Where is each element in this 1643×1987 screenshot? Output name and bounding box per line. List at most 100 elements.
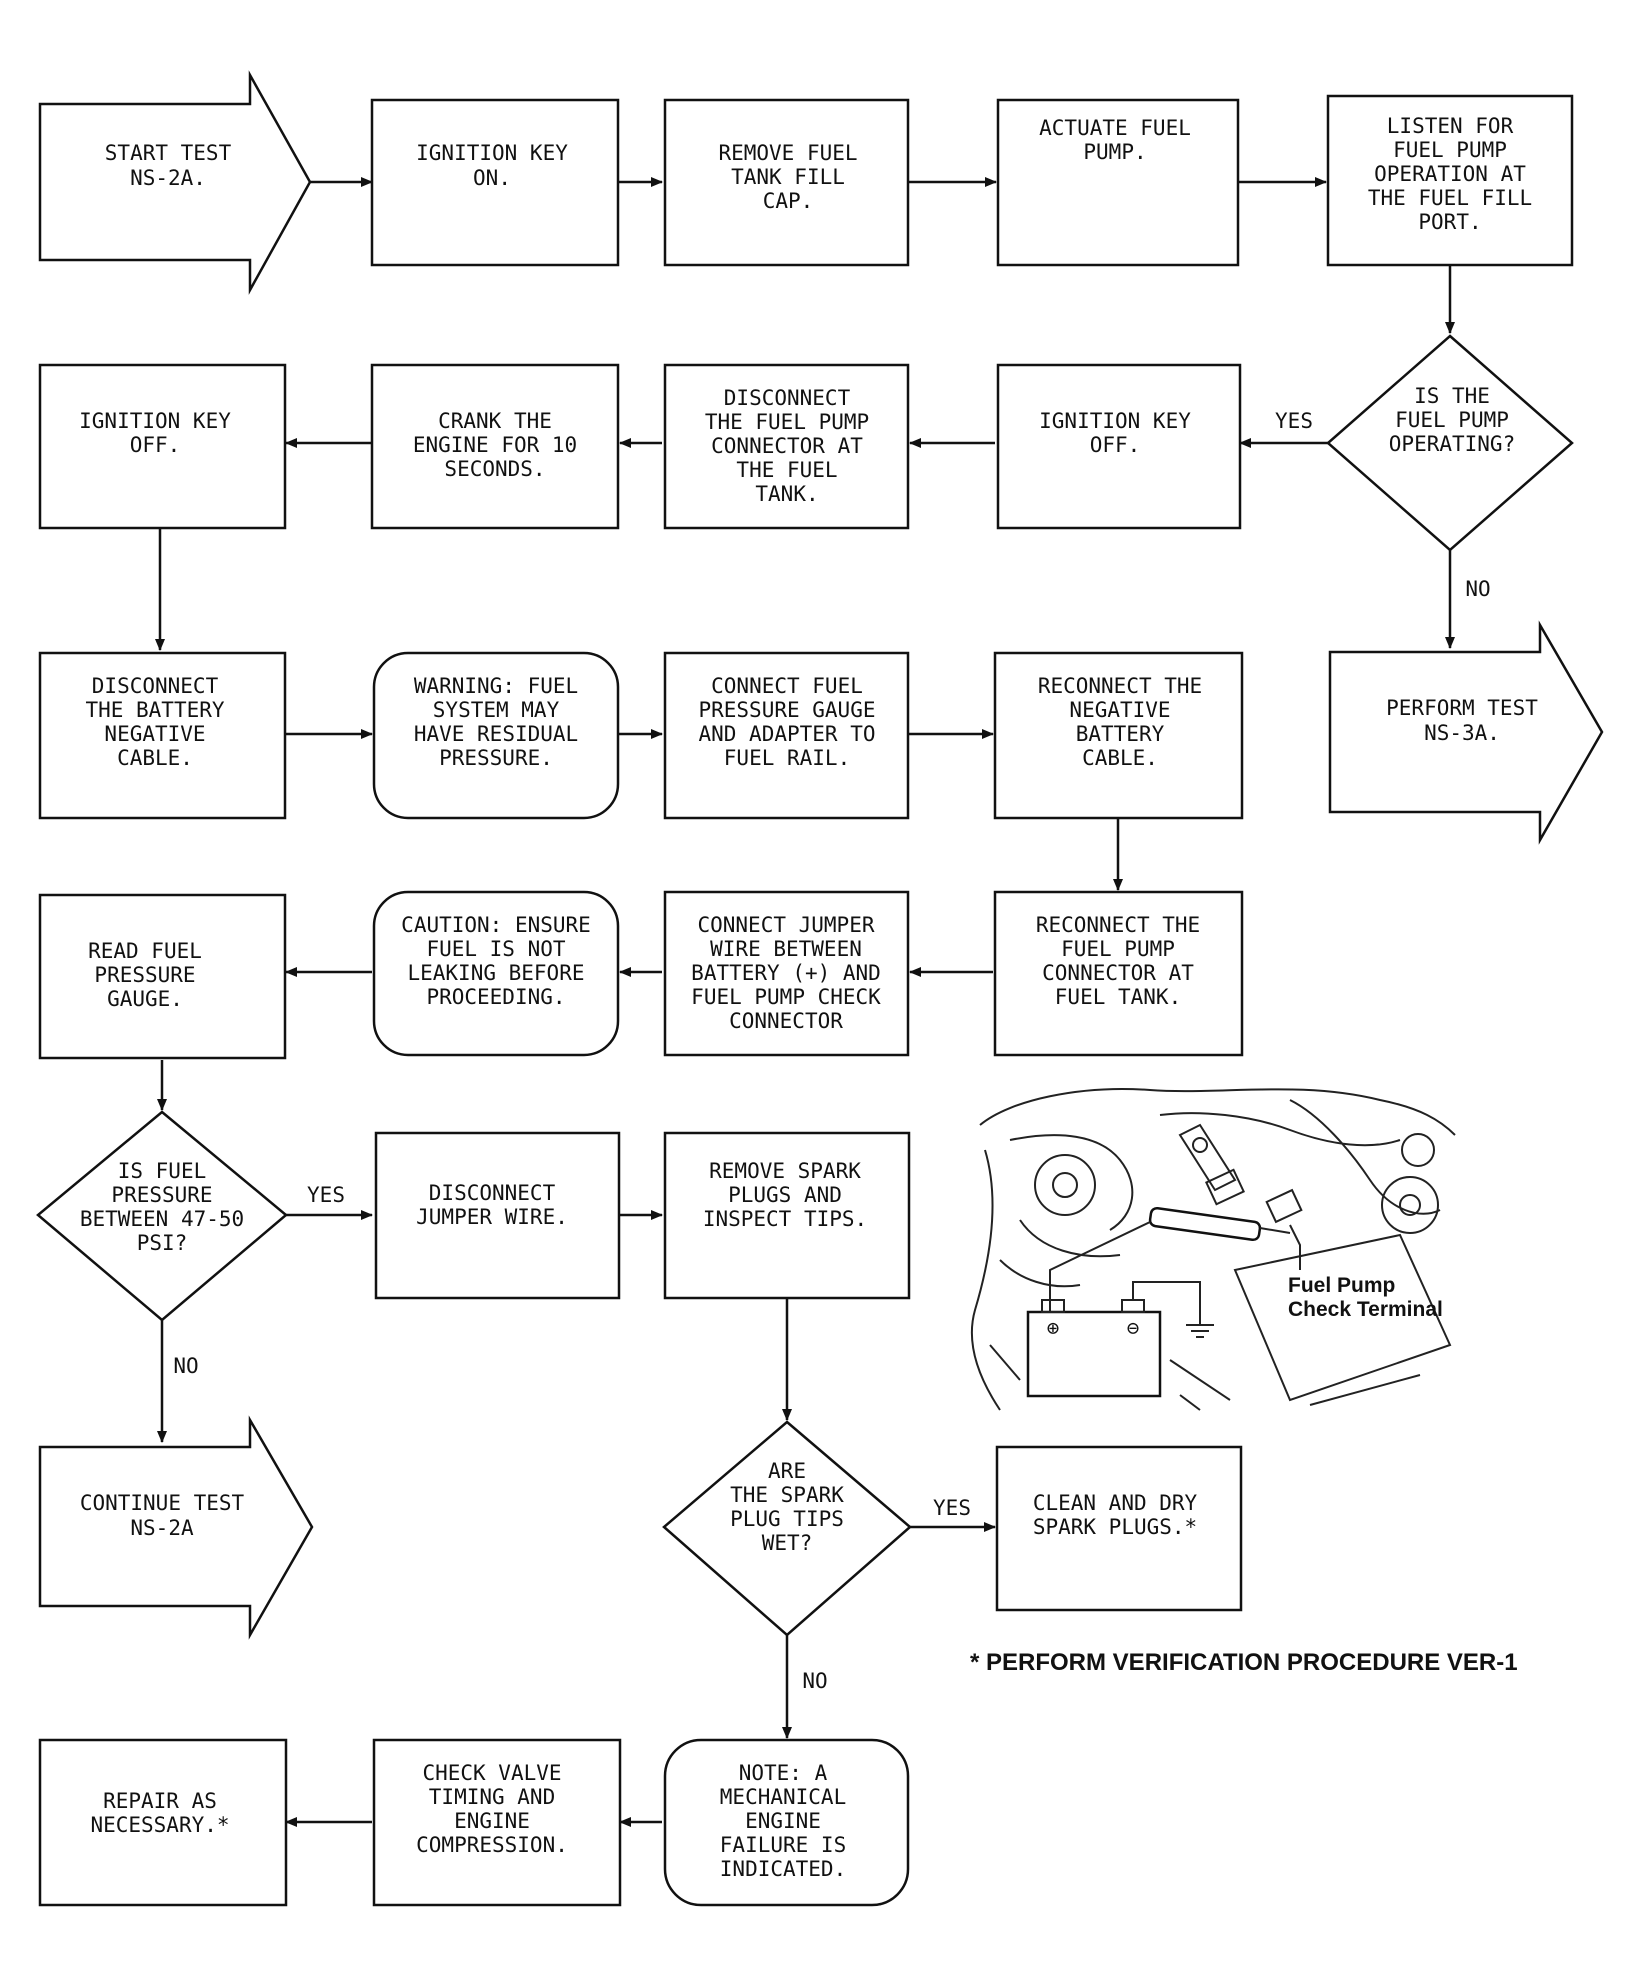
text-line: THE FUEL xyxy=(736,458,837,482)
text-line: FUEL PUMP xyxy=(1395,408,1509,432)
text-line: INSPECT TIPS. xyxy=(703,1207,867,1231)
text-line: REMOVE FUEL xyxy=(718,141,857,165)
text-line: CONNECTOR xyxy=(729,1009,843,1033)
text-line: ON. xyxy=(473,166,511,190)
text-line: BATTERY (+) AND xyxy=(691,961,881,985)
text-line: JUMPER WIRE. xyxy=(416,1205,568,1229)
text-line: BETWEEN 47-50 xyxy=(80,1207,244,1231)
text-line: DISCONNECT xyxy=(429,1181,556,1205)
label-pump-no: NO xyxy=(1465,577,1490,601)
text-line: CABLE. xyxy=(117,746,193,770)
text-line: NEGATIVE xyxy=(1069,698,1170,722)
text-line: TIMING AND xyxy=(429,1785,555,1809)
text-line: PSI? xyxy=(137,1231,188,1255)
text-line: THE SPARK xyxy=(730,1483,844,1507)
text-line: SYSTEM MAY xyxy=(433,698,560,722)
text-line: START TEST xyxy=(105,141,232,165)
text-line: CHECK VALVE xyxy=(422,1761,561,1785)
text-line: ACTUATE FUEL xyxy=(1039,116,1191,140)
text-line: CONNECTOR AT xyxy=(1042,961,1194,985)
text-line: NECESSARY.* xyxy=(90,1813,229,1837)
text-line: GAUGE. xyxy=(107,987,183,1011)
label-pump-yes: YES xyxy=(1275,409,1313,433)
text-line: INDICATED. xyxy=(720,1857,846,1881)
text-line: REPAIR AS xyxy=(103,1789,217,1813)
text-line: AND ADAPTER TO xyxy=(698,722,875,746)
text-line: Check Terminal xyxy=(1288,1298,1443,1321)
text-line: HAVE RESIDUAL xyxy=(414,722,578,746)
text-line: RECONNECT THE xyxy=(1036,913,1200,937)
text-line: LISTEN FOR xyxy=(1387,114,1514,138)
text-line: WARNING: FUEL xyxy=(414,674,578,698)
text-line: Fuel Pump xyxy=(1288,1274,1395,1297)
label-pressure-no: NO xyxy=(173,1354,198,1378)
text-line: FUEL RAIL. xyxy=(724,746,850,770)
text-line: SPARK PLUGS.* xyxy=(1033,1515,1197,1539)
text-line: NS-2A. xyxy=(130,166,206,190)
text-line: WIRE BETWEEN xyxy=(710,937,862,961)
text-line: ENGINE FOR 10 xyxy=(413,433,577,457)
text-line: THE BATTERY xyxy=(85,698,224,722)
text-line: IS THE xyxy=(1414,384,1490,408)
text-line: ARE xyxy=(768,1459,806,1483)
text-line: COMPRESSION. xyxy=(416,1833,568,1857)
label-tips-yes: YES xyxy=(933,1496,971,1520)
text-line: PERFORM TEST xyxy=(1386,696,1538,720)
text-line: CONNECTOR AT xyxy=(711,434,863,458)
text-line: IGNITION KEY xyxy=(1039,409,1191,433)
text-line: FUEL PUMP CHECK xyxy=(691,985,881,1009)
text-line: IGNITION KEY xyxy=(416,141,568,165)
text-line: PROCEEDING. xyxy=(426,985,565,1009)
label-tips-no: NO xyxy=(802,1669,827,1693)
text-line: CAP. xyxy=(763,189,814,213)
text-line: OPERATING? xyxy=(1389,432,1515,456)
text-line: NS-2A xyxy=(130,1516,194,1540)
connectors xyxy=(155,177,1455,1827)
text-line: PRESSURE. xyxy=(439,746,553,770)
text-line: OPERATION AT xyxy=(1374,162,1526,186)
text-line: FUEL PUMP xyxy=(1061,937,1175,961)
text-line: OFF. xyxy=(1090,433,1141,457)
text-line: CABLE. xyxy=(1082,746,1158,770)
text-line: ENGINE xyxy=(454,1809,530,1833)
text-line: TANK. xyxy=(755,482,818,506)
text-line: CONTINUE TEST xyxy=(80,1491,245,1515)
text-line: NEGATIVE xyxy=(104,722,205,746)
text-line: DISCONNECT xyxy=(92,674,219,698)
text-line: PLUGS AND xyxy=(728,1183,842,1207)
text-line: IGNITION KEY xyxy=(79,409,231,433)
